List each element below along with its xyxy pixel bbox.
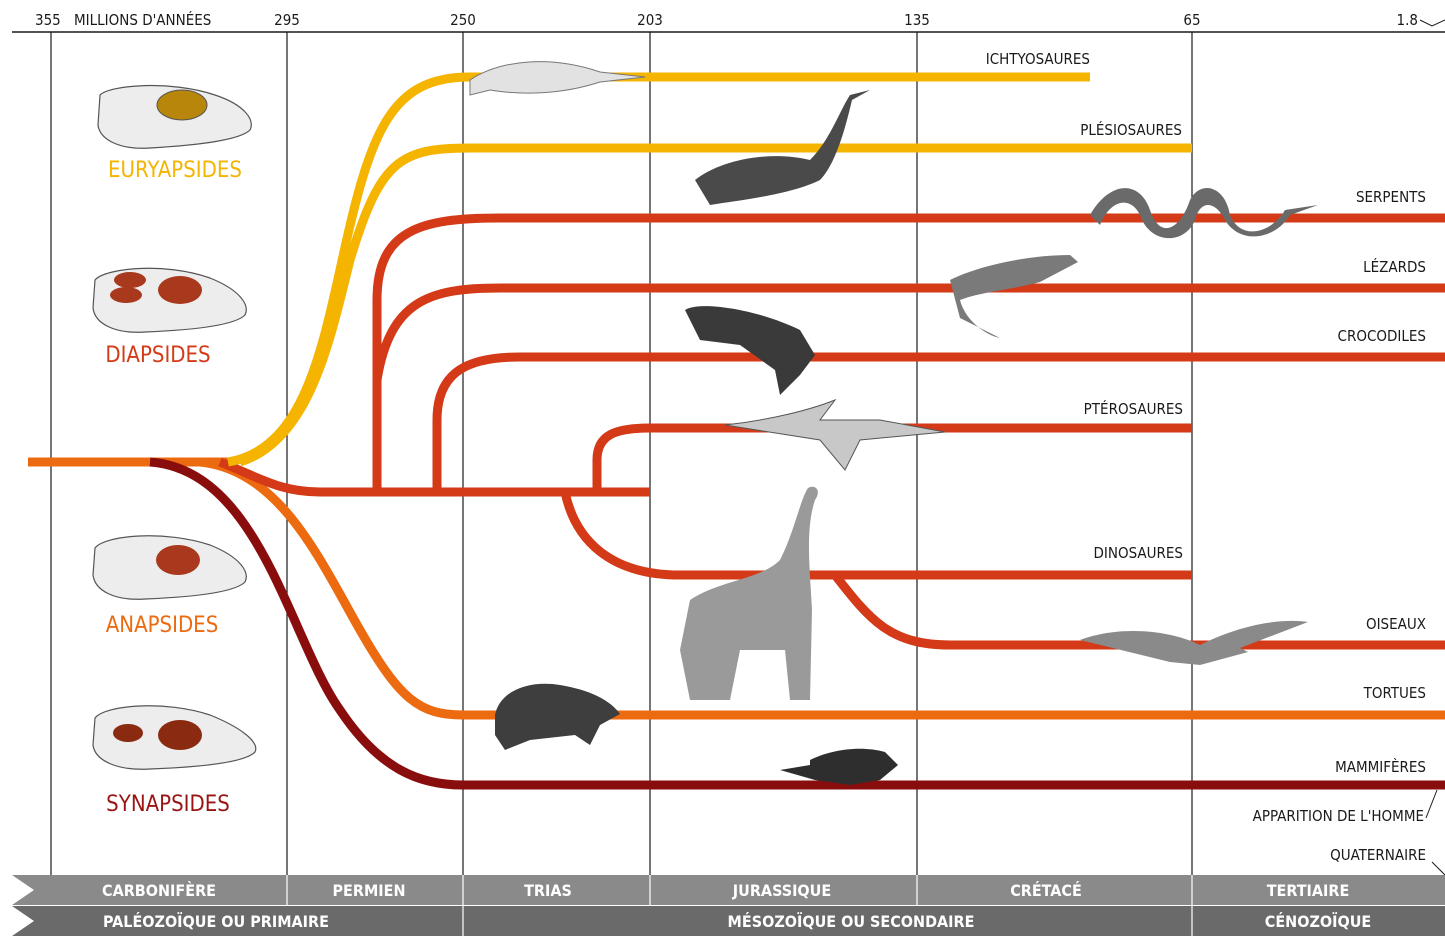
skull-opening-icon	[158, 720, 202, 750]
label-apparition-homme: APPARITION DE L'HOMME	[1253, 807, 1424, 825]
era-mesozoique: MÉSOZOÏQUE OU SECONDAIRE	[728, 912, 975, 931]
skull-diapsides: DIAPSIDES	[93, 268, 246, 368]
period-trias: TRIAS	[524, 881, 572, 900]
tick-1-8: 1.8	[1397, 11, 1418, 29]
pterosaures-branch	[597, 428, 1192, 492]
label-quaternaire: QUATERNAIRE	[1330, 846, 1426, 864]
group-diapsides: DIAPSIDES	[105, 343, 210, 368]
pterosaur-icon	[725, 400, 945, 470]
crocodile-icon	[685, 306, 815, 395]
ichtyosaures-branch	[228, 77, 1090, 462]
era-band: PALÉOZOÏQUE OU PRIMAIRE MÉSOZOÏQUE OU SE…	[12, 906, 1445, 936]
lezards-branch	[377, 288, 1445, 380]
group-synapsides: SYNAPSIDES	[106, 792, 230, 817]
animal-illustrations	[470, 62, 1318, 785]
period-jurassique: JURASSIQUE	[732, 881, 831, 900]
label-crocodiles: CROCODILES	[1338, 327, 1426, 345]
skull-euryapsides: EURYAPSIDES	[98, 86, 251, 183]
tortues-branch	[200, 462, 1445, 715]
label-mammiferes: MAMMIFÈRES	[1335, 757, 1426, 776]
ichthyosaur-icon	[470, 62, 645, 95]
label-lezards: LÉZARDS	[1363, 257, 1426, 276]
dinosaur-icon	[680, 487, 818, 700]
skull-synapsides: SYNAPSIDES	[93, 706, 256, 817]
period-band-bg	[12, 875, 1445, 905]
group-anapsides: ANAPSIDES	[106, 613, 219, 638]
skull-opening-icon	[113, 724, 143, 742]
label-oiseaux: OISEAUX	[1366, 615, 1426, 633]
label-dinosaures: DINOSAURES	[1093, 544, 1183, 562]
skull-opening-icon	[114, 272, 146, 288]
label-serpents: SERPENTS	[1356, 188, 1426, 206]
skull-opening-icon	[110, 287, 142, 303]
turtle-icon	[495, 684, 620, 750]
tick-203: 203	[637, 11, 663, 29]
period-permien: PERMIEN	[332, 881, 405, 900]
label-tortues: TORTUES	[1363, 684, 1426, 702]
homme-pointer	[1426, 790, 1437, 818]
lineage-labels: ICHTYOSAURES PLÉSIOSAURES SERPENTS LÉZAR…	[986, 50, 1445, 875]
era-cenozoique: CÉNOZOÏQUE	[1265, 912, 1371, 931]
snake-icon	[1090, 188, 1318, 238]
label-pterosaures: PTÉROSAURES	[1084, 399, 1183, 418]
period-tertiaire: TERTIAIRE	[1267, 881, 1350, 900]
tick-355: 355	[35, 11, 61, 29]
tick-1-8-pointer	[1420, 20, 1445, 26]
time-axis: 355 MILLIONS D'ANNÉES 295 250 203 135 65…	[12, 10, 1445, 32]
skull-opening-icon	[157, 90, 207, 120]
period-cretace: CRÉTACÉ	[1010, 881, 1082, 900]
skull-anapsides: ANAPSIDES	[93, 536, 246, 638]
group-euryapsides: EURYAPSIDES	[108, 158, 242, 183]
quaternaire-pointer	[1432, 862, 1445, 875]
tick-135: 135	[904, 11, 930, 29]
skull-opening-icon	[156, 545, 200, 575]
tick-295: 295	[274, 11, 300, 29]
era-paleozoique: PALÉOZOÏQUE OU PRIMAIRE	[103, 912, 329, 931]
axis-label: MILLIONS D'ANNÉES	[74, 10, 211, 29]
mammal-icon	[780, 749, 898, 785]
label-plesiosaures: PLÉSIOSAURES	[1080, 120, 1182, 139]
skull-opening-icon	[158, 276, 202, 304]
period-band: CARBONIFÈRE PERMIEN TRIAS JURASSIQUE CRÉ…	[12, 875, 1445, 905]
dinosaures-branch	[565, 492, 1192, 575]
period-carbonifere: CARBONIFÈRE	[102, 881, 216, 900]
tick-250: 250	[450, 11, 476, 29]
lizard-icon	[950, 255, 1078, 338]
tick-65: 65	[1183, 11, 1200, 29]
label-ichtyosaures: ICHTYOSAURES	[986, 50, 1090, 68]
